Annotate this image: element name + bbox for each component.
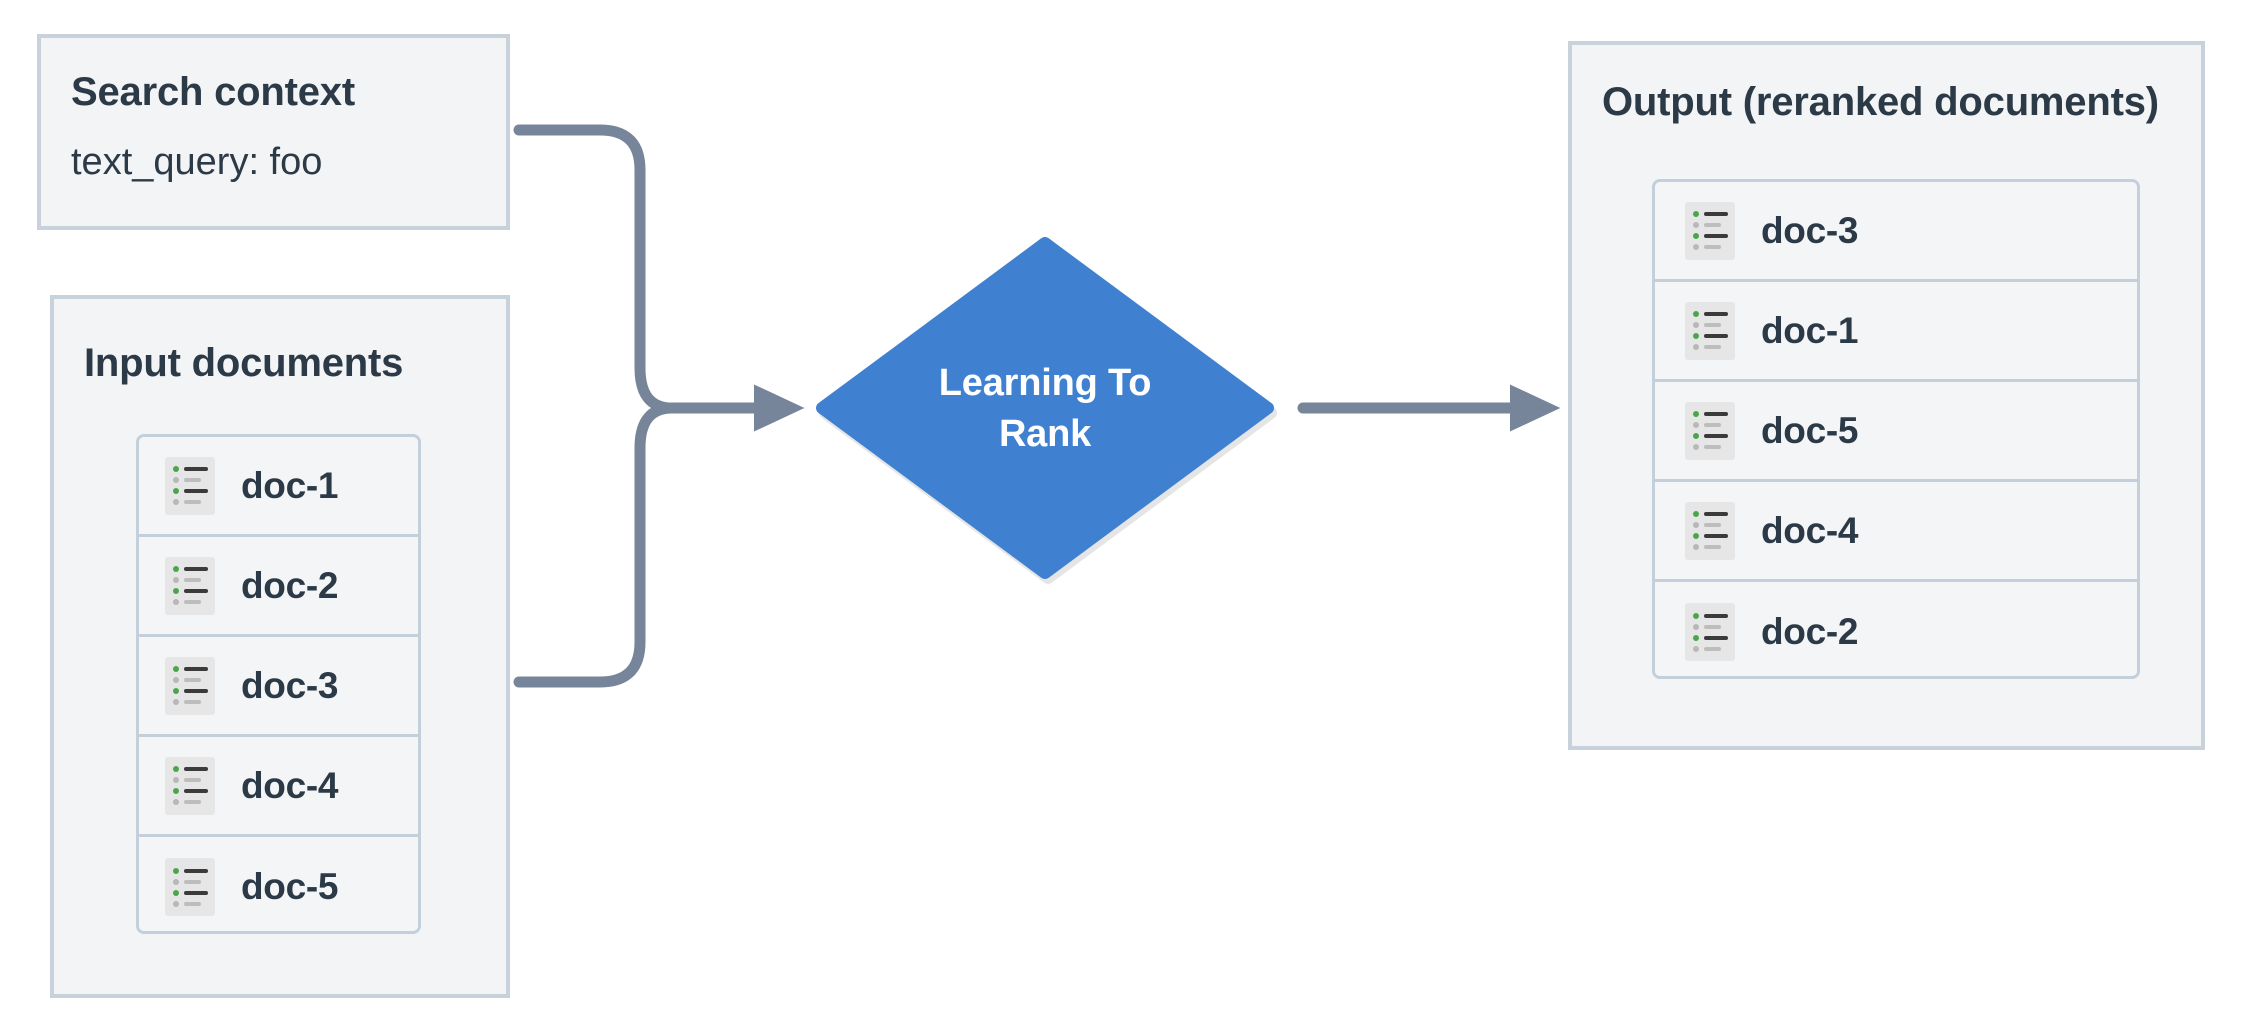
search-context-panel: Search context text_query: foo	[37, 34, 510, 230]
input-document-row[interactable]: doc-3	[139, 637, 418, 737]
output-document-list: doc-3 doc-1 doc-5 doc-4 doc-2	[1652, 179, 2140, 679]
input-document-row[interactable]: doc-4	[139, 737, 418, 837]
document-label: doc-4	[241, 764, 339, 806]
document-label: doc-5	[241, 866, 339, 907]
document-list-icon	[165, 756, 215, 815]
input-document-row[interactable]: doc-1	[139, 437, 418, 537]
output-document-row[interactable]: doc-3	[1655, 182, 2137, 282]
document-label: doc-2	[1761, 611, 1859, 652]
document-label: doc-1	[241, 464, 339, 506]
output-document-row[interactable]: doc-1	[1655, 282, 2137, 382]
document-list-icon	[1685, 201, 1735, 260]
document-list-icon	[1685, 401, 1735, 460]
document-list-icon	[1685, 501, 1735, 560]
connector-input-documents-to-ltr	[513, 402, 678, 688]
output-document-row[interactable]: doc-2	[1655, 582, 2137, 676]
input-documents-title: Input documents	[84, 341, 404, 385]
document-list-icon	[165, 656, 215, 715]
document-label: doc-3	[1761, 209, 1859, 251]
document-list-icon	[1685, 301, 1735, 360]
output-document-row[interactable]: doc-4	[1655, 482, 2137, 582]
document-list-icon	[165, 858, 215, 916]
document-label: doc-5	[1761, 409, 1859, 451]
document-list-icon	[165, 456, 215, 515]
input-document-row[interactable]: doc-2	[139, 537, 418, 637]
search-context-query: text_query: foo	[71, 141, 323, 183]
output-panel-title: Output (reranked documents)	[1602, 80, 2159, 124]
document-label: doc-1	[1761, 309, 1859, 351]
input-document-row[interactable]: doc-5	[139, 837, 418, 931]
document-label: doc-3	[241, 664, 339, 706]
input-document-list: doc-1 doc-2 doc-3 doc-4 doc-5	[136, 434, 421, 934]
output-document-row[interactable]: doc-5	[1655, 382, 2137, 482]
search-context-title: Search context	[71, 70, 355, 114]
diamond-shape	[816, 237, 1277, 584]
learning-to-rank-node[interactable]: Learning To Rank	[810, 231, 1280, 586]
document-label: doc-4	[1761, 509, 1859, 551]
document-list-icon	[1685, 603, 1735, 661]
connector-search-context-to-ltr	[513, 124, 678, 414]
document-list-icon	[165, 556, 215, 615]
document-label: doc-2	[241, 564, 339, 606]
